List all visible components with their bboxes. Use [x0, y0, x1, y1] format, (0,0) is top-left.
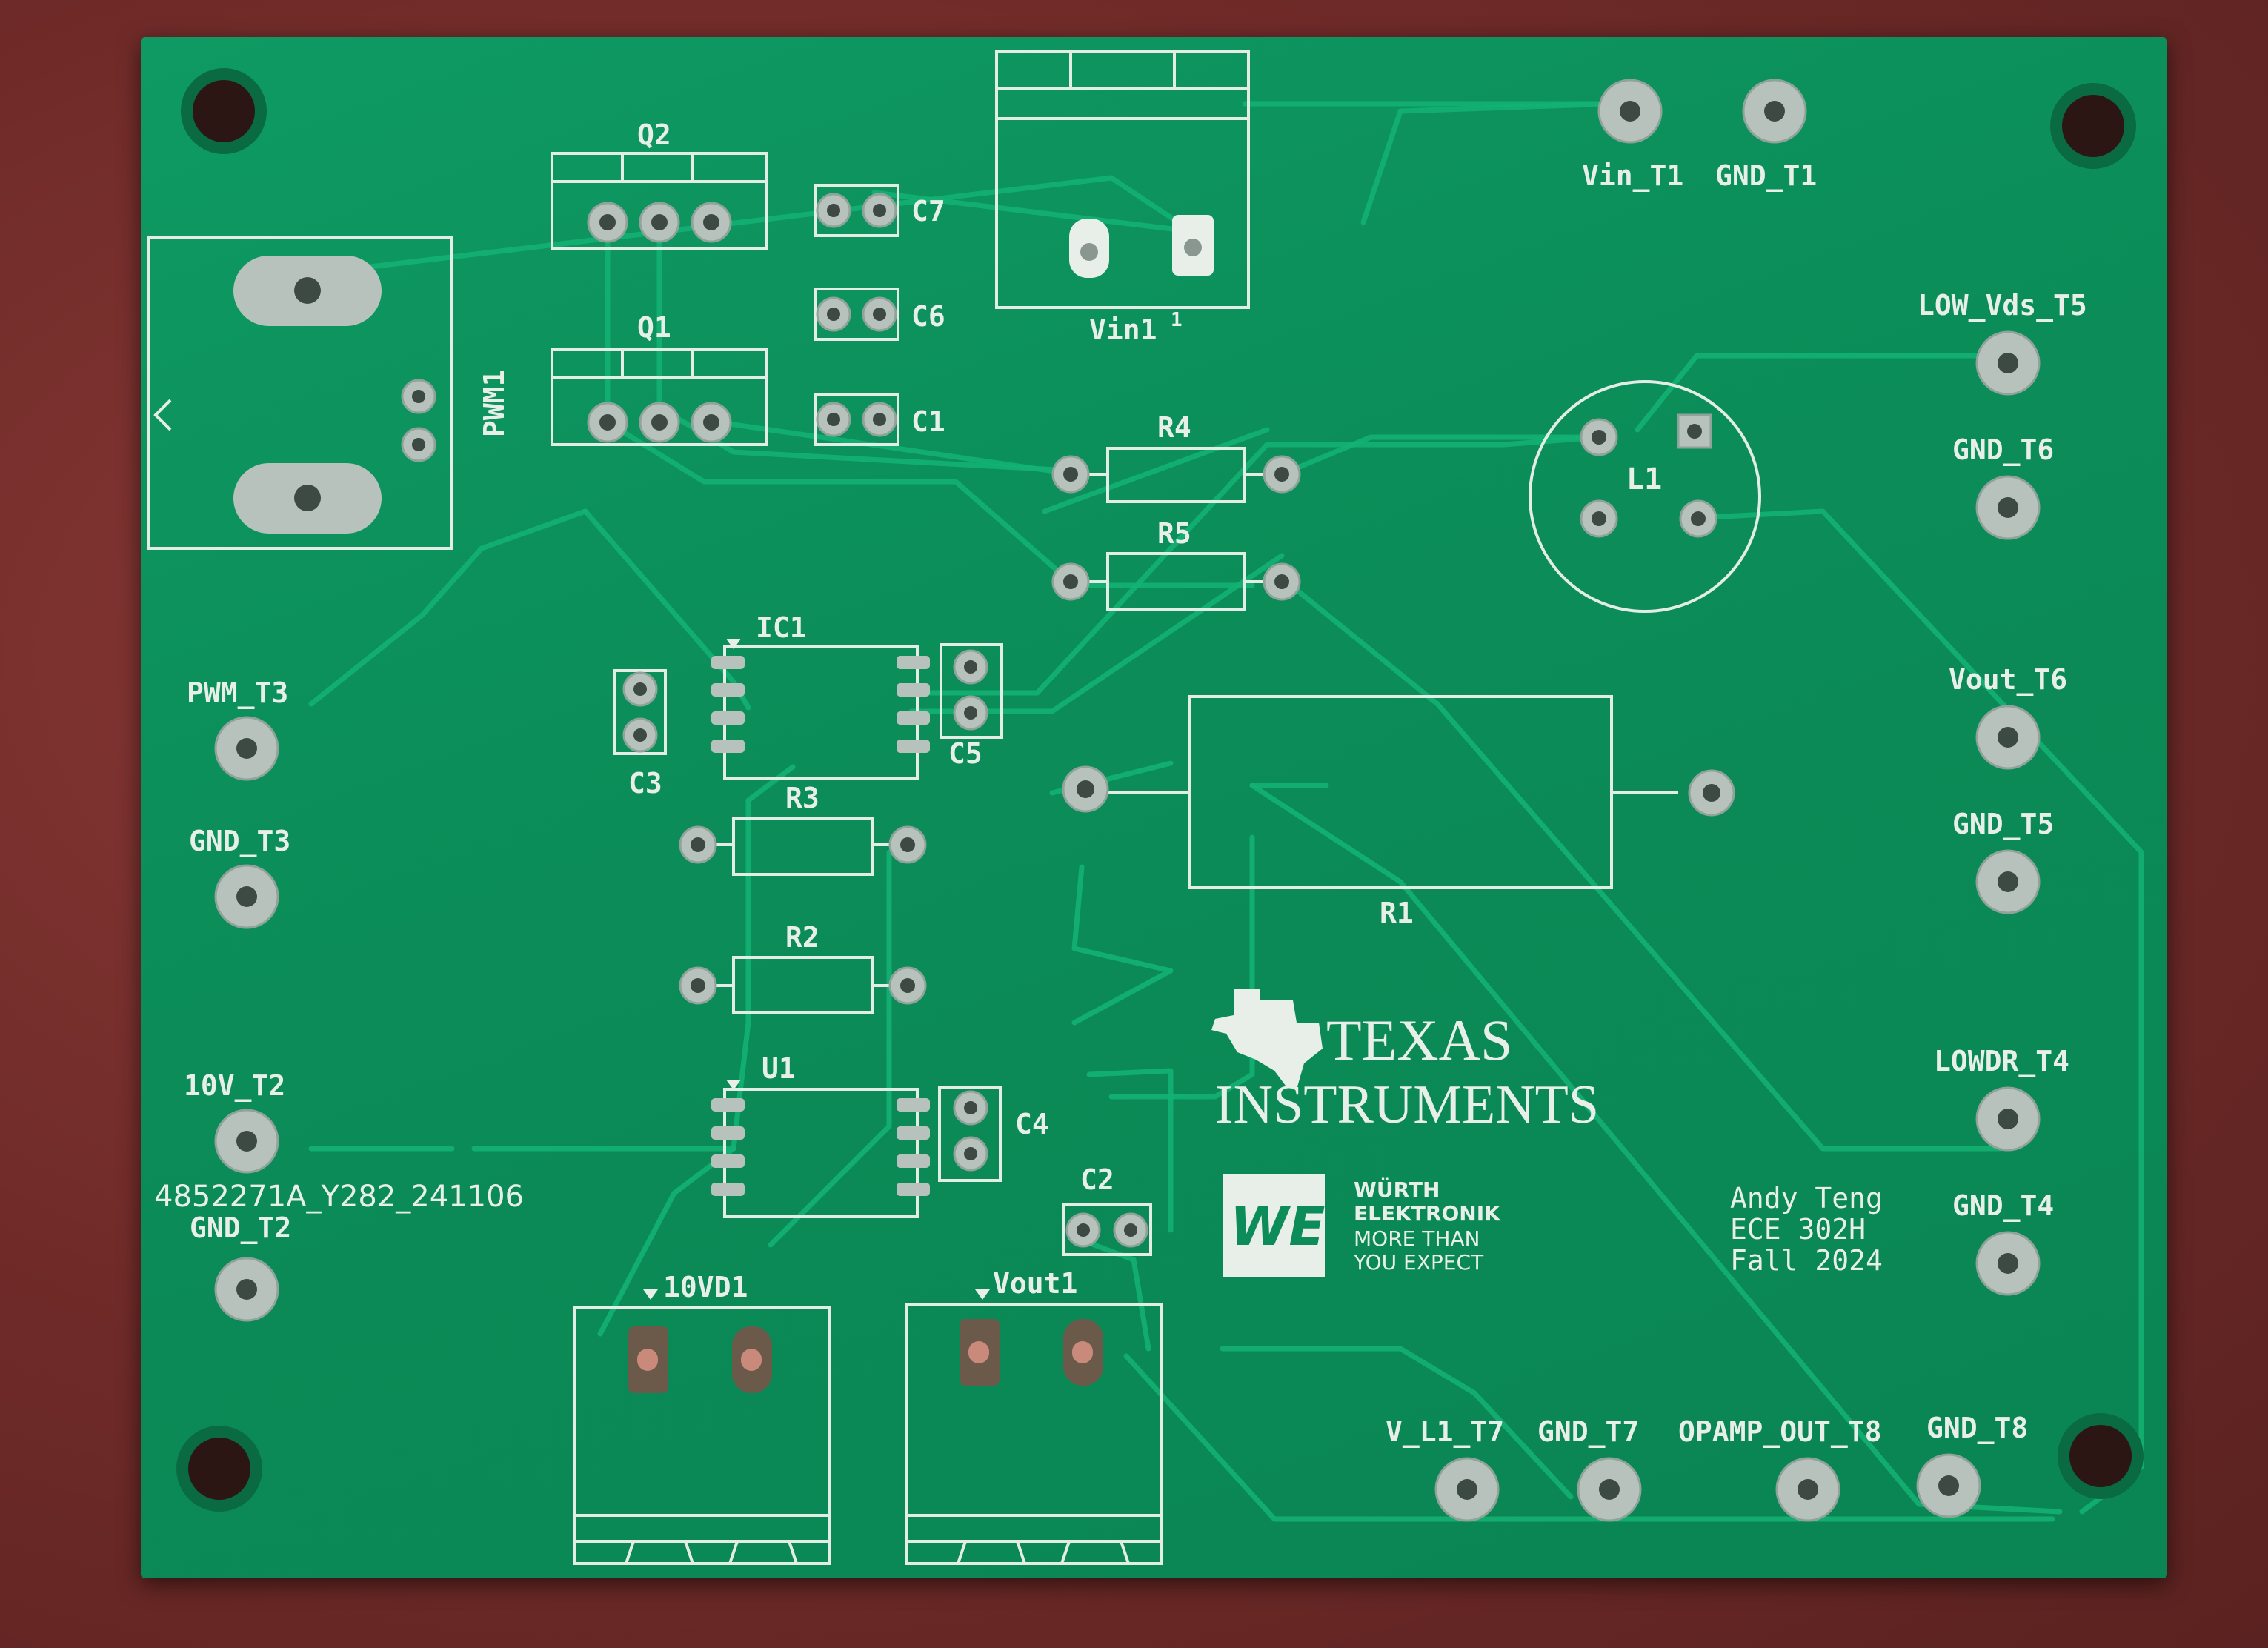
testpoint-low-vds-t5 [1975, 330, 2041, 396]
label-gnd-t7: GND_T7 [1537, 1415, 1639, 1448]
label-r4: R4 [1157, 411, 1191, 444]
testpoint-pwm-t3 [214, 716, 279, 781]
we-logo-line1: WÜRTH [1354, 1177, 1440, 1202]
author-block: Andy Teng ECE 302H Fall 2024 [1730, 1182, 1883, 1277]
label-10vd1: 10VD1 [663, 1271, 748, 1303]
pcb-board: Q2 Q1 C7 C6 C1 Vin1 1 [141, 37, 2167, 1578]
testpoint-gnd-t6 [1975, 475, 2041, 540]
label-ic1: IC1 [756, 611, 807, 644]
author-name: Andy Teng [1730, 1182, 1883, 1215]
label-gnd-t6: GND_T6 [1952, 433, 2054, 466]
author-course: ECE 302H [1730, 1213, 1866, 1246]
label-vout1: Vout1 [993, 1267, 1077, 1300]
label-c2: C2 [1080, 1163, 1114, 1196]
label-c6: C6 [911, 300, 945, 333]
resistor-r5 [1051, 552, 1301, 611]
resistor-r4 [1051, 447, 1301, 503]
transistor-q2 [551, 152, 768, 250]
label-c4: C4 [1015, 1108, 1049, 1140]
copper-traces [308, 101, 2144, 1522]
label-gnd-t1: GND_T1 [1715, 159, 1817, 192]
label-c7: C7 [911, 195, 945, 227]
label-r5: R5 [1157, 517, 1191, 550]
we-logo-line2: ELEKTRONIK [1354, 1201, 1501, 1226]
ic-u1 [711, 1080, 930, 1218]
connector-vout1 [905, 1289, 1163, 1565]
ti-logo-line1: TEXAS [1326, 1008, 1512, 1072]
label-r1: R1 [1380, 897, 1414, 929]
label-vout-t6: Vout_T6 [1949, 663, 2067, 696]
pcb-artwork: Q2 Q1 C7 C6 C1 Vin1 1 [147, 50, 2144, 1565]
texas-state-icon [1211, 989, 1323, 1089]
testpoint-opamp-out-t8 [1775, 1457, 1840, 1522]
label-gnd-t2: GND_T2 [190, 1212, 291, 1244]
label-gnd-t4: GND_T4 [1952, 1189, 2054, 1222]
ic-ic1 [711, 639, 930, 780]
label-lowdr-t4: LOWDR_T4 [1934, 1045, 2069, 1077]
resistor-r3 [679, 817, 927, 876]
we-logo: WE WÜRTH ELEKTRONIK MORE THAN YOU EXPECT [1223, 1174, 1501, 1277]
capacitor-c5 [940, 643, 1003, 739]
we-logo-mark: WE [1230, 1195, 1326, 1257]
we-logo-line4: YOU EXPECT [1353, 1250, 1484, 1275]
testpoint-vin-t1 [1597, 79, 1663, 144]
label-pwm1: PWM1 [478, 369, 511, 437]
label-c1: C1 [911, 405, 945, 438]
connector-vin1 [995, 50, 1250, 309]
capacitor-c1 [814, 393, 899, 446]
label-low-vds-t5: LOW_Vds_T5 [1918, 289, 2087, 322]
label-gnd-t8: GND_T8 [1926, 1412, 2028, 1444]
capacitor-c7 [814, 184, 899, 237]
ti-logo-line2: INSTRUMENTS [1215, 1074, 1599, 1135]
testpoint-gnd-t5 [1975, 849, 2041, 914]
testpoint-gnd-t2 [214, 1257, 279, 1322]
capacitor-c3 [613, 669, 667, 755]
label-gnd-t3: GND_T3 [189, 825, 290, 857]
testpoint-10v-t2 [214, 1109, 279, 1174]
label-l1: L1 [1626, 462, 1662, 496]
connector-10vd1 [573, 1289, 831, 1565]
label-q2: Q2 [637, 119, 671, 151]
capacitor-c6 [814, 288, 899, 341]
label-10v-t2: 10V_T2 [184, 1069, 285, 1102]
label-c3: C3 [628, 767, 662, 800]
label-vin1: Vin1 [1089, 313, 1157, 346]
ti-logo: TEXAS INSTRUMENTS [1211, 989, 1599, 1135]
label-gnd-t5: GND_T5 [1952, 808, 2054, 840]
mounting-holes [176, 68, 2144, 1512]
capacitor-c4 [938, 1086, 1002, 1182]
author-term: Fall 2024 [1730, 1244, 1883, 1277]
testpoint-lowdr-t4 [1975, 1086, 2041, 1152]
testpoint-gnd-t8 [1916, 1453, 1981, 1518]
label-pwm-t3: PWM_T3 [187, 677, 288, 709]
label-r2: R2 [785, 921, 819, 954]
testpoint-gnd-t7 [1577, 1457, 1642, 1522]
label-u1: U1 [762, 1052, 796, 1085]
resistor-r1 [1062, 695, 1735, 889]
connector-pwm1 [147, 236, 453, 550]
pin1-marker-vin1: 1 [1171, 309, 1183, 331]
resistor-r2 [679, 956, 927, 1014]
testpoint-gnd-t1 [1742, 79, 1807, 144]
testpoint-gnd-t3 [214, 864, 279, 929]
we-logo-line3: MORE THAN [1354, 1226, 1480, 1251]
testpoint-v-l1-t7 [1434, 1457, 1500, 1522]
capacitor-c2 [1062, 1203, 1152, 1256]
label-serial: 4852271A_Y282_241106 [154, 1180, 524, 1214]
testpoint-gnd-t4 [1975, 1231, 2041, 1296]
label-c5: C5 [948, 737, 982, 770]
label-r3: R3 [785, 782, 819, 814]
label-v-l1-t7: V_L1_T7 [1386, 1415, 1504, 1448]
label-q1: Q1 [637, 311, 671, 344]
label-vin-t1: Vin_T1 [1582, 159, 1683, 192]
testpoint-vout-t6 [1975, 705, 2041, 770]
label-opamp-out-t8: OPAMP_OUT_T8 [1678, 1415, 1882, 1448]
inductor-l1 [1529, 380, 1761, 613]
transistor-q1 [551, 348, 768, 446]
